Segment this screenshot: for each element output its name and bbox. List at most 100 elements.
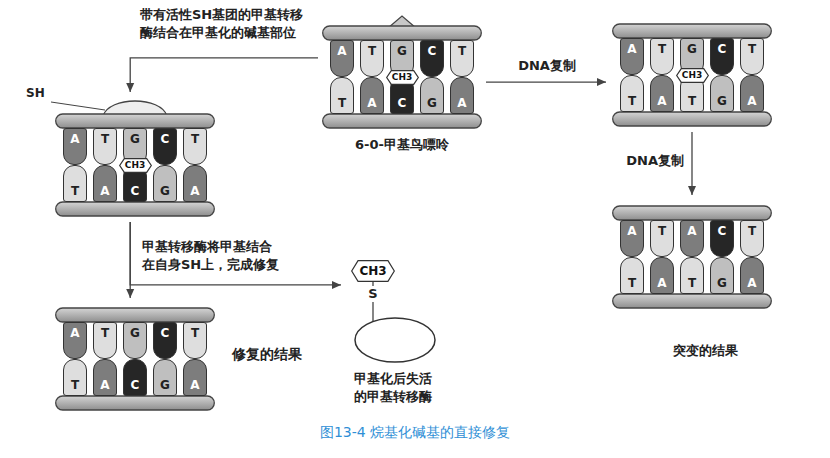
arrow-head (597, 78, 606, 86)
base-block: A (93, 359, 117, 396)
base-letter: C (718, 42, 727, 56)
base-letter: A (70, 132, 79, 146)
base-block: A (183, 165, 207, 202)
base-letter: T (71, 184, 79, 198)
base-block: A (360, 77, 384, 114)
base-letter: C (161, 132, 170, 146)
enzyme-ellipse (355, 318, 435, 362)
base-block: G (710, 75, 734, 112)
base-block: A (63, 322, 87, 359)
figure-label: 6-0-甲基鸟嘌呤 (322, 136, 482, 154)
base-letter: T (748, 42, 756, 56)
base-letter: G (130, 132, 140, 146)
backbone-strand (56, 396, 215, 410)
base-block: G (123, 322, 147, 359)
base-letter: A (687, 224, 696, 238)
base-block: C (153, 322, 177, 359)
base-block: T (740, 38, 764, 75)
base-block: A (740, 257, 764, 294)
base-letter: T (191, 326, 199, 340)
base-block: T (740, 220, 764, 257)
base-letter: A (190, 378, 199, 392)
arrow-head (688, 186, 696, 195)
dna-molecule: 突变的结果ATACTTATGA (612, 200, 772, 310)
base-block: T (680, 257, 704, 294)
base-block: A (183, 359, 207, 396)
base-letter: G (717, 94, 727, 108)
base-letter: A (657, 276, 666, 290)
base-letter: G (160, 378, 170, 392)
backbone-strand (613, 112, 772, 126)
base-letter: T (748, 224, 756, 238)
methyl-hexagon: CH3 (351, 260, 395, 282)
base-letter: T (658, 224, 666, 238)
base-letter: A (747, 94, 756, 108)
base-block: C (710, 220, 734, 257)
backbone-strand (56, 308, 215, 322)
base-letter: T (688, 276, 696, 290)
base-block: A (620, 38, 644, 75)
base-block: T (183, 128, 207, 165)
methyl-label: CH3 (676, 68, 709, 83)
base-letter: T (101, 132, 109, 146)
base-letter: G (397, 44, 407, 58)
base-block: T (93, 322, 117, 359)
base-letter: A (657, 94, 666, 108)
atom-label: S (366, 286, 379, 302)
base-letter: G (130, 326, 140, 340)
base-block: C (123, 359, 147, 396)
base-letter: G (427, 96, 437, 110)
base-letter: T (191, 132, 199, 146)
arrow-label: 带有活性SH基团的甲基转移 酶结合在甲基化的碱基部位 (140, 6, 320, 42)
base-block: T (183, 322, 207, 359)
base-letter: C (718, 224, 727, 238)
backbone-strand (613, 294, 772, 308)
base-letter: T (688, 94, 696, 108)
base-block: T (620, 75, 644, 112)
base-block: T (63, 165, 87, 202)
arrow-head (126, 289, 134, 298)
base-letter: T (458, 44, 466, 58)
base-letter: T (658, 42, 666, 56)
dna-molecule: A T G C T T A T G A CH3 (612, 18, 772, 128)
base-block: G (153, 165, 177, 202)
base-letter: T (71, 378, 79, 392)
base-letter: A (627, 42, 636, 56)
base-letter: C (131, 184, 140, 198)
base-letter: A (627, 224, 636, 238)
base-block: A (450, 77, 474, 114)
base-letter: A (747, 276, 756, 290)
base-block: A (330, 40, 354, 77)
group-label: SH (25, 86, 46, 100)
base-block: A (740, 75, 764, 112)
arrow-label: 甲基转移酶将甲基结合 在自身SH上，完成修复 (142, 238, 314, 274)
figure-label: 突变的结果 (625, 342, 785, 360)
dna-molecule: 修复的结果ATGCTTACGA (55, 302, 215, 412)
backbone-strand (323, 114, 482, 128)
base-letter: T (101, 326, 109, 340)
dna-molecule: 6-0-甲基鸟嘌呤ATGCTTACGACH3 (322, 20, 482, 130)
base-block: A (680, 220, 704, 257)
base-letter: T (628, 94, 636, 108)
arrow-label: DNA复制 (598, 152, 684, 170)
base-block: A (93, 165, 117, 202)
base-block: C (153, 128, 177, 165)
base-letter: G (717, 276, 727, 290)
arrow-connector (130, 222, 341, 289)
base-letter: T (338, 96, 346, 110)
base-block: G (710, 257, 734, 294)
base-letter: A (100, 378, 109, 392)
base-letter: A (190, 184, 199, 198)
base-letter: A (337, 44, 346, 58)
base-block: A (650, 257, 674, 294)
dna-molecule: SHATGCTTACGACH3 (55, 108, 215, 218)
base-block: T (93, 128, 117, 165)
base-block: T (63, 359, 87, 396)
base-letter: G (687, 42, 697, 56)
methyl-hexagon: CH3 (386, 70, 419, 85)
base-block: T (330, 77, 354, 114)
backbone-strand (323, 26, 482, 40)
arrow-connector (126, 58, 318, 92)
base-block: G (153, 359, 177, 396)
backbone-strand (613, 24, 772, 38)
